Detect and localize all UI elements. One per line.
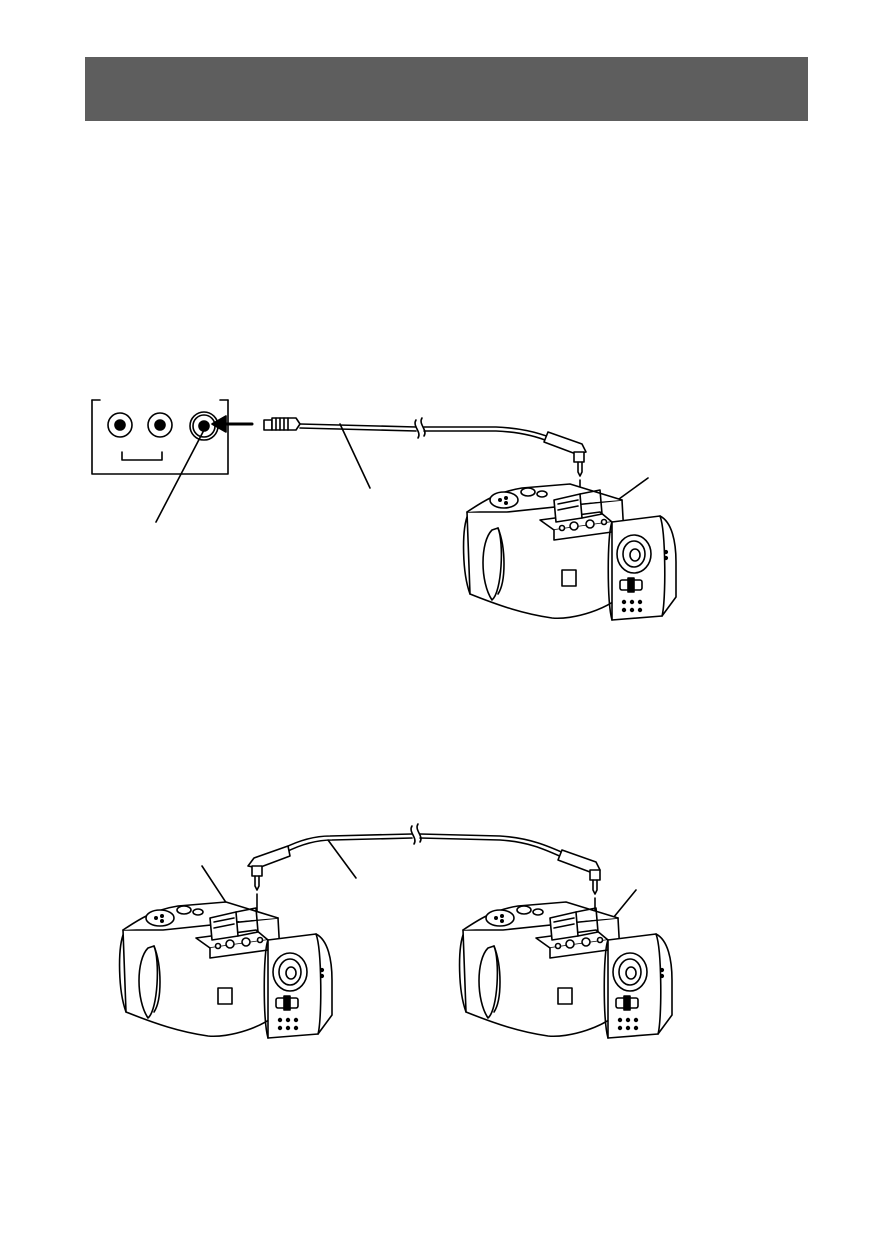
tv-input-panel [91, 399, 229, 475]
rca-plug-icon [263, 417, 301, 431]
camera-illustration-icon-right [458, 901, 673, 1039]
video-cable [299, 417, 553, 489]
link-cable [283, 823, 567, 879]
pointer-line-cable [339, 423, 371, 489]
av-jack-icon-1 [107, 412, 133, 438]
av-jack-icon-3 [189, 411, 219, 441]
mini-plug-icon-right [557, 849, 601, 895]
pointer-line-jack [155, 429, 205, 523]
av-jack-icon-2 [147, 412, 173, 438]
pointer-line-link-cable [327, 839, 357, 879]
insert-arrow-icon [211, 415, 254, 433]
mini-plug-icon [543, 431, 587, 477]
camera-illustration-icon-1 [462, 483, 677, 621]
mini-plug-icon-left [247, 845, 291, 891]
section-header-bar [85, 57, 808, 121]
camera-illustration-icon-left [118, 901, 333, 1039]
